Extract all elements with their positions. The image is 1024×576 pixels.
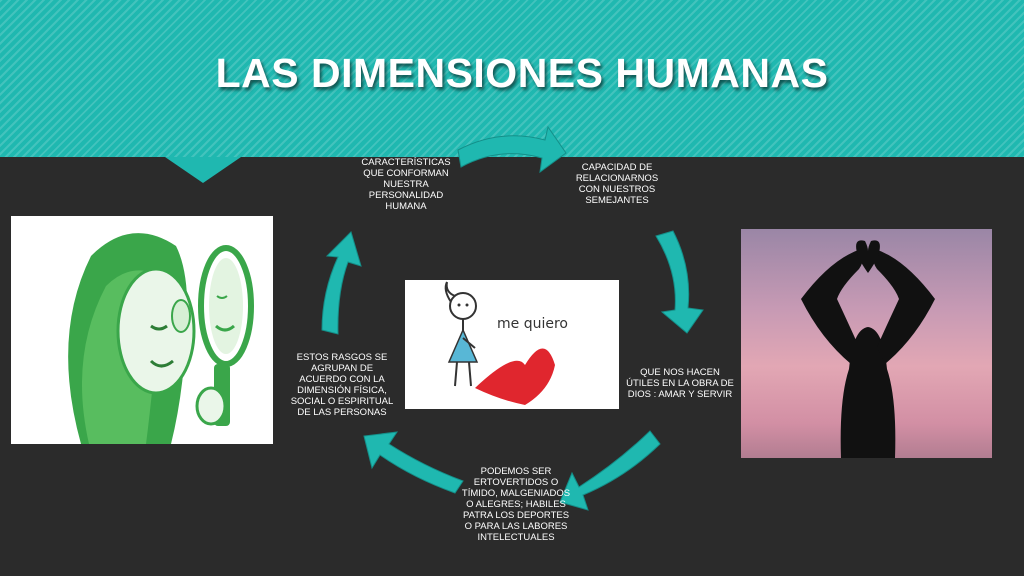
label-usefulness: QUE NOS HACEN ÚTILES EN LA OBRA DE DIOS …: [626, 367, 734, 400]
heart-icon: [475, 348, 555, 405]
label-dimensions: ESTOS RASGOS SE AGRUPAN DE ACUERDO CON L…: [290, 352, 394, 418]
label-traits: PODEMOS SER ERTOVERTIDOS O TÍMIDO, MALGE…: [461, 466, 571, 543]
cycle-arrow-top: [457, 125, 567, 174]
page-title: LAS DIMENSIONES HUMANAS: [215, 50, 829, 96]
heart-hands-image: [741, 229, 992, 458]
cycle-arrow-bottom-right: [559, 430, 661, 511]
cycle-arrow-bottom-left: [363, 431, 464, 494]
label-relationships: CAPACIDAD DE RELACIONARNOS CON NUESTROS …: [575, 162, 659, 206]
cycle-arrow-right: [655, 230, 704, 334]
header-notch: [165, 157, 241, 183]
me-quiero-caption: me quiero: [497, 316, 568, 332]
label-personality: CARACTERÍSTICAS QUE CONFORMAN NUESTRA PE…: [361, 157, 451, 212]
cycle-arrow-left: [321, 231, 362, 335]
header-banner: [0, 0, 1024, 157]
mirror-girl-image: [11, 216, 273, 444]
me-quiero-image: me quiero: [405, 280, 619, 409]
